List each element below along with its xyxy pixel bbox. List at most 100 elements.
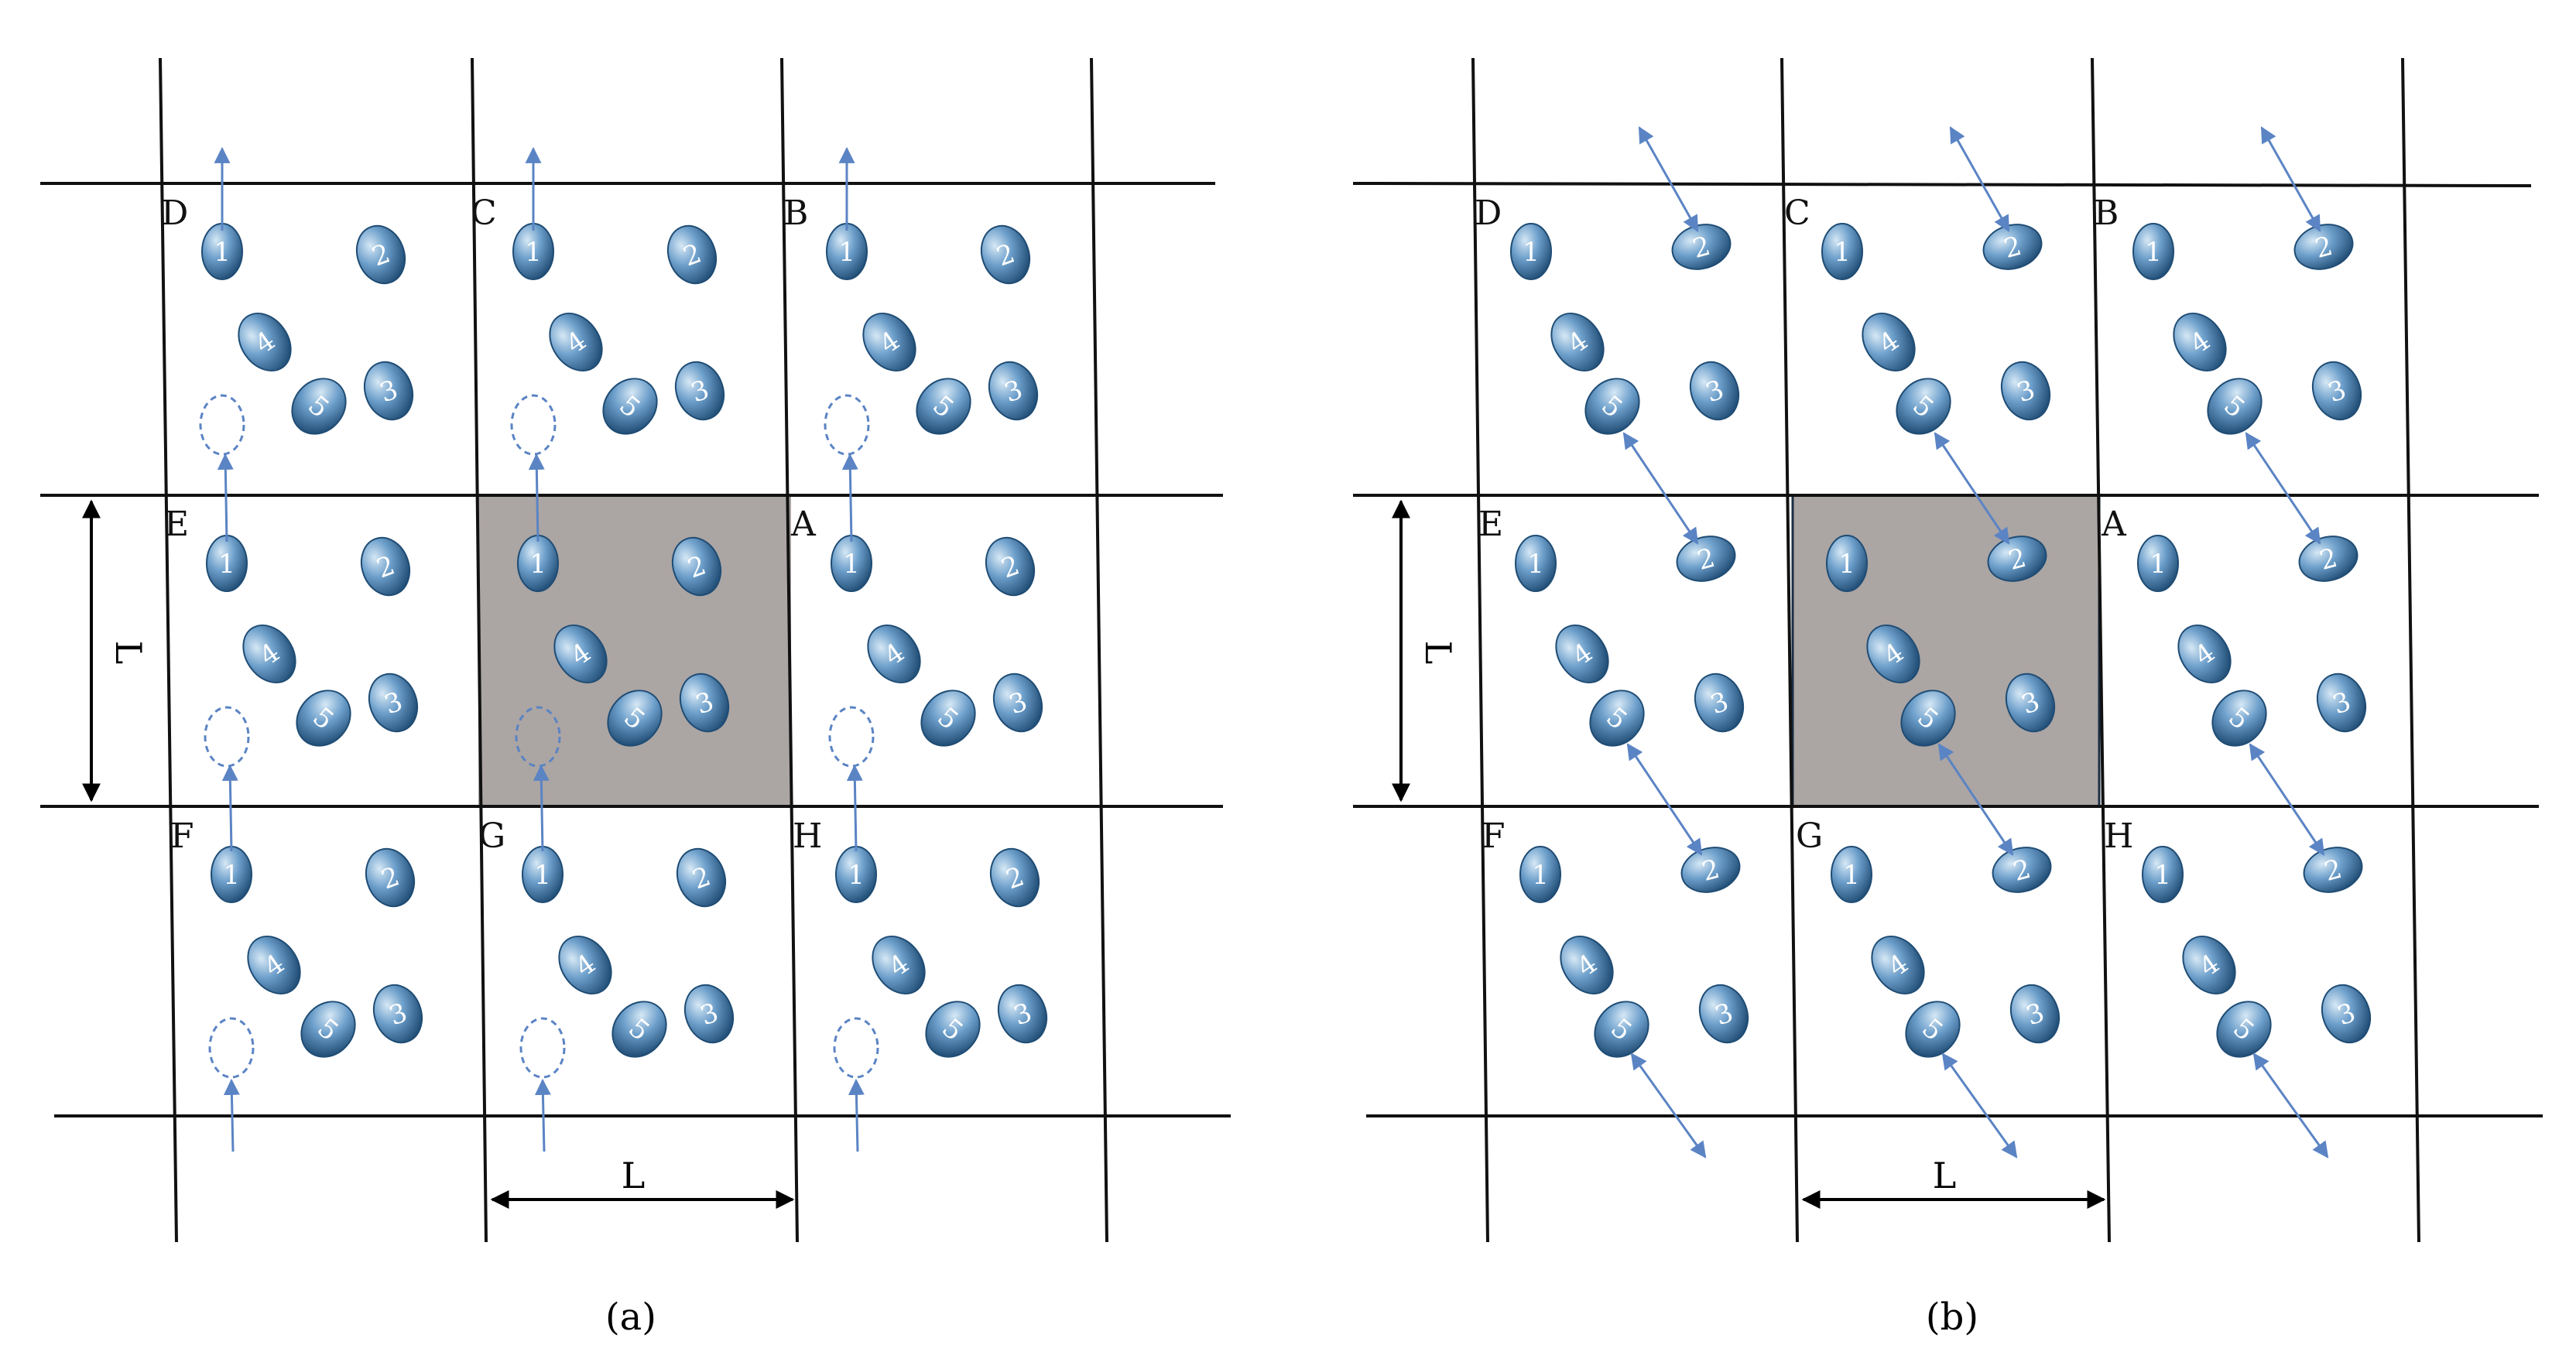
cell-label-B: B xyxy=(783,193,808,233)
particle-5: 5 xyxy=(602,378,658,435)
particle-2: 2 xyxy=(985,536,1036,597)
particle-number: 1 xyxy=(1527,549,1544,580)
particle-1: 1 xyxy=(1821,223,1863,280)
particle-1: 1 xyxy=(831,535,872,592)
ghost-particle-outline xyxy=(510,394,557,456)
particle-5: 5 xyxy=(1900,690,1956,747)
caption-a: (a) xyxy=(605,1295,656,1339)
particle-2: 2 xyxy=(1982,224,2043,270)
particle-4: 4 xyxy=(867,624,921,684)
double-arrow xyxy=(2252,1052,2329,1159)
double-arrow xyxy=(1622,432,1699,545)
particle-3: 3 xyxy=(372,984,423,1044)
particle-3: 3 xyxy=(992,673,1043,733)
particle-4: 4 xyxy=(238,312,292,372)
double-arrow xyxy=(1949,126,2010,232)
particle-number: 1 xyxy=(1834,237,1851,268)
particle-5: 5 xyxy=(1896,378,1951,435)
particle-4: 4 xyxy=(2177,624,2232,684)
particle-3: 3 xyxy=(368,673,419,733)
particle-4: 4 xyxy=(1871,935,1925,995)
particle-number: 1 xyxy=(2145,237,2162,268)
particle-5: 5 xyxy=(1584,378,1640,435)
cell-label-E: E xyxy=(1478,505,1503,544)
particle-2: 2 xyxy=(676,847,727,908)
particle-number: 1 xyxy=(2154,860,2171,891)
dimension-label-horizontal: L xyxy=(622,1155,646,1196)
particle-number: 1 xyxy=(1523,237,1540,268)
particle-2: 2 xyxy=(2303,847,2363,893)
particle-1: 1 xyxy=(522,846,564,903)
double-arrow xyxy=(2249,743,2325,856)
particle-3: 3 xyxy=(679,673,730,733)
dimension-label-vertical: L xyxy=(1417,641,1459,665)
particle-2: 2 xyxy=(1992,847,2052,893)
ghost-particle-outline xyxy=(208,1017,255,1079)
particle-number: 1 xyxy=(1843,860,1860,891)
ghost-particle-outline xyxy=(204,706,250,768)
particle-number: 1 xyxy=(843,549,860,580)
dimension-vertical: L xyxy=(82,499,149,803)
movement-arrow xyxy=(848,1078,865,1152)
particle-1: 1 xyxy=(1519,846,1561,903)
ghost-particle-outline xyxy=(824,394,870,456)
particle-2: 2 xyxy=(1680,847,1741,893)
double-arrow xyxy=(1934,432,2010,545)
movement-arrow xyxy=(217,453,234,542)
cell-label-A: A xyxy=(2101,505,2127,544)
particle-4: 4 xyxy=(1862,312,1916,372)
ghost-particle-outline xyxy=(515,706,561,768)
particle-4: 4 xyxy=(1555,624,1609,684)
particle-3: 3 xyxy=(674,361,725,421)
movement-arrow xyxy=(223,1078,240,1152)
dimension-horizontal: L xyxy=(1801,1155,2106,1209)
dimension-vertical: L xyxy=(1392,499,1459,803)
particle-5: 5 xyxy=(2207,378,2263,435)
grid-lines xyxy=(40,57,1231,1243)
particle-4: 4 xyxy=(549,312,603,372)
cell-label-D: D xyxy=(161,193,188,233)
dimension-label-horizontal: L xyxy=(1933,1155,1957,1196)
particle-1: 1 xyxy=(1515,535,1557,592)
particle-5: 5 xyxy=(291,378,347,435)
particle-5: 5 xyxy=(1594,1001,1649,1058)
double-arrow xyxy=(1630,1052,1707,1159)
particle-number: 1 xyxy=(529,549,546,580)
particle-3: 3 xyxy=(2311,361,2362,421)
particle-5: 5 xyxy=(300,1001,356,1058)
movement-arrow xyxy=(534,1078,551,1152)
particle-1: 1 xyxy=(2132,223,2174,280)
particle-2: 2 xyxy=(360,536,411,597)
ghost-particle-outline xyxy=(833,1017,879,1079)
particle-3: 3 xyxy=(1689,361,1740,421)
particle-5: 5 xyxy=(925,1001,981,1058)
particle-5: 5 xyxy=(916,378,971,435)
particle-5: 5 xyxy=(607,690,663,747)
cell-label-E: E xyxy=(164,505,189,544)
particle-1: 1 xyxy=(512,223,554,280)
particle-3: 3 xyxy=(2321,984,2372,1044)
particle-5: 5 xyxy=(1905,1001,1961,1058)
particle-number: 1 xyxy=(1838,549,1855,580)
particle-2: 2 xyxy=(666,224,718,285)
cell-labels: D C B E A F G H xyxy=(1475,193,2133,856)
particle-2: 2 xyxy=(355,224,406,285)
cell-label-B: B xyxy=(2094,193,2119,233)
cell-label-H: H xyxy=(2104,816,2133,856)
particle-number: 1 xyxy=(2150,549,2167,580)
particle-4: 4 xyxy=(2173,312,2227,372)
ghost-particle-outline xyxy=(519,1017,566,1079)
double-arrow xyxy=(1638,126,1699,232)
particle-1: 1 xyxy=(201,223,243,280)
particle-2: 2 xyxy=(1676,536,1736,582)
particle-1: 1 xyxy=(826,223,868,280)
cell-label-A: A xyxy=(790,505,817,544)
double-arrow xyxy=(2245,432,2321,545)
particle-2: 2 xyxy=(671,536,722,597)
particle-2: 2 xyxy=(980,224,1031,285)
cell-label-G: G xyxy=(1796,816,1823,856)
